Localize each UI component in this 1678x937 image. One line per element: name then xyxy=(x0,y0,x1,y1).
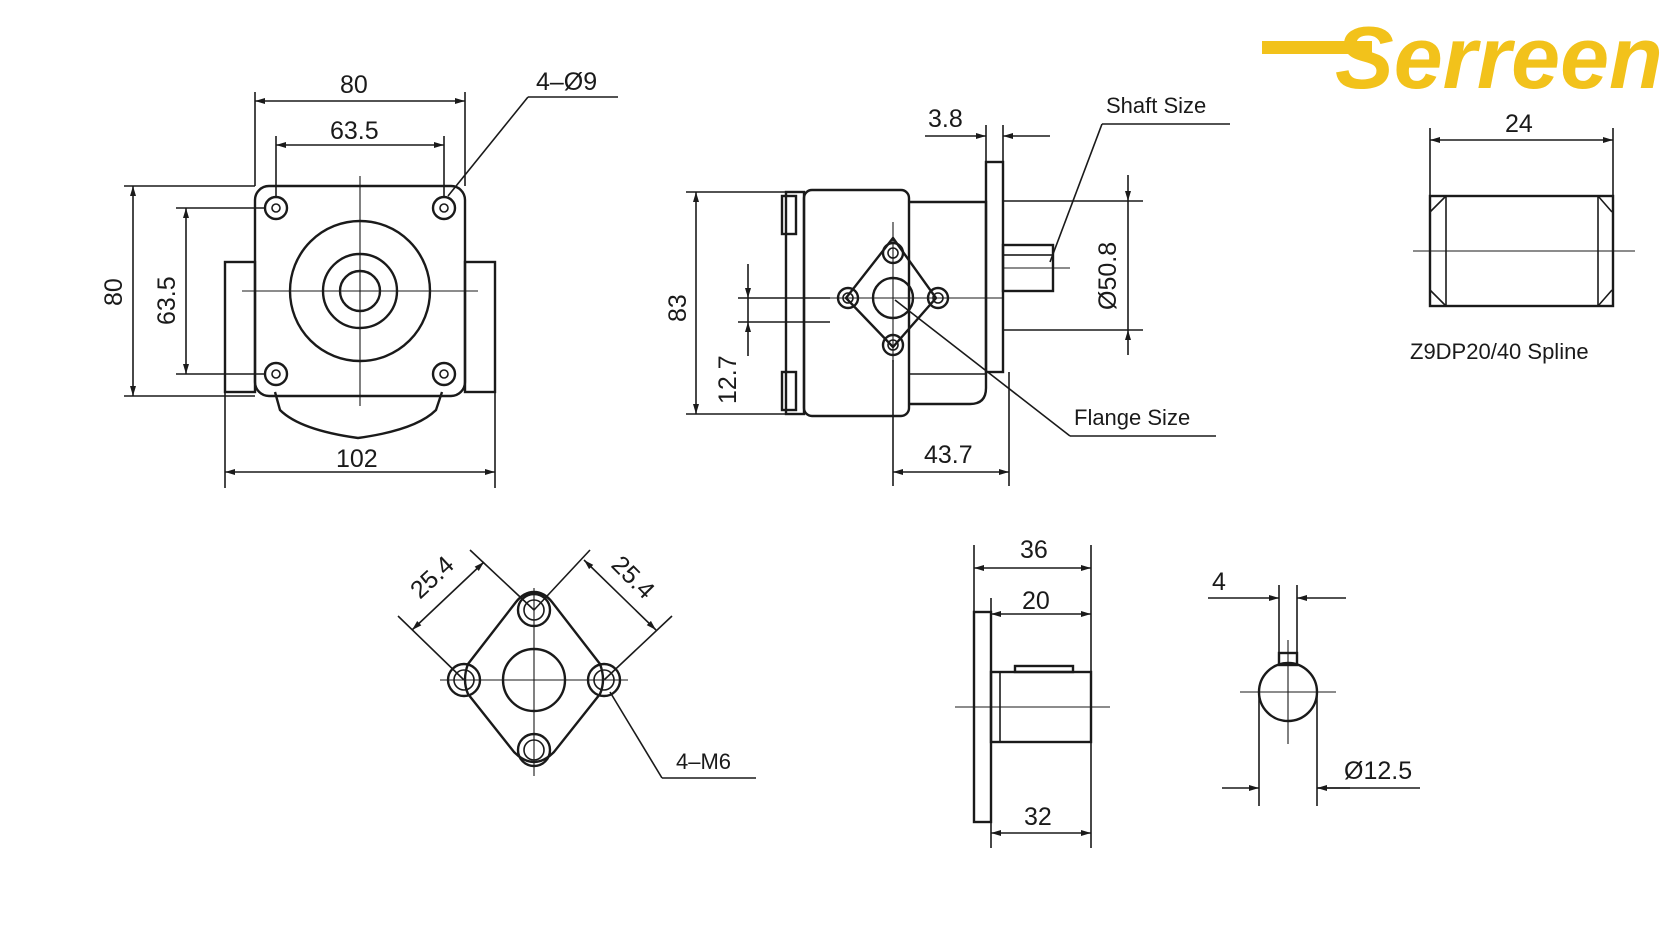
port-flange-view: 25.4 25.4 4–M6 xyxy=(397,549,756,779)
thread-label: 4–M6 xyxy=(676,749,731,774)
shaft-key xyxy=(1013,664,1075,674)
dim-key-length: 20 xyxy=(1022,587,1050,615)
dim-spline-length: 24 xyxy=(1505,110,1533,138)
shaft-flange-plate xyxy=(972,610,993,824)
front-view: 80 63.5 4–Ø9 80 63.5 102 xyxy=(100,68,618,488)
mounting-holes xyxy=(263,195,457,387)
left-port-block xyxy=(223,260,257,394)
spline-caption: Z9DP20/40 Spline xyxy=(1410,339,1589,364)
dim-port-height: 12.7 xyxy=(714,355,742,404)
dim-height-holes: 63.5 xyxy=(153,276,181,325)
dim-width-outer: 80 xyxy=(340,71,368,99)
dim-shaft-total: 36 xyxy=(1020,536,1048,564)
brand-logo: Serreen xyxy=(1262,8,1663,107)
dim-width-total: 102 xyxy=(336,445,378,473)
spline-view: 24 Z9DP20/40 Spline xyxy=(1410,110,1635,364)
shaft-side-view: 36 20 32 xyxy=(955,536,1110,848)
side-view: 3.8 Shaft Size Ø50.8 83 12.7 Flange Size… xyxy=(664,93,1230,486)
front-housing xyxy=(909,200,988,406)
logo-text: Serreen xyxy=(1335,8,1663,107)
dim-flange-depth: 43.7 xyxy=(924,441,973,469)
logo-stripe xyxy=(1262,41,1372,54)
dim-spacing-a: 25.4 xyxy=(405,551,460,605)
shaft-section-view: 4 Ø12.5 xyxy=(1208,568,1420,806)
body-bottom-bulge xyxy=(273,391,444,440)
flange-plate xyxy=(984,160,1005,374)
port-flange-diamond xyxy=(844,235,938,349)
dim-height: 83 xyxy=(664,294,692,322)
dim-shaft-length: 32 xyxy=(1024,803,1052,831)
right-port-block xyxy=(463,260,497,394)
dim-spacing-b: 25.4 xyxy=(606,550,660,604)
dim-key-width: 4 xyxy=(1212,568,1226,596)
shaft-size-label: Shaft Size xyxy=(1106,93,1206,118)
dim-height-outer: 80 xyxy=(100,278,128,306)
dim-offset: 3.8 xyxy=(928,105,963,133)
dim-width-holes: 63.5 xyxy=(330,117,379,145)
dim-shaft-section-diameter: Ø12.5 xyxy=(1344,757,1412,785)
dim-shaft-diameter: Ø50.8 xyxy=(1094,242,1122,310)
pump-body xyxy=(802,188,911,418)
flange-size-label: Flange Size xyxy=(1074,405,1190,430)
holes-label: 4–Ø9 xyxy=(536,68,597,96)
